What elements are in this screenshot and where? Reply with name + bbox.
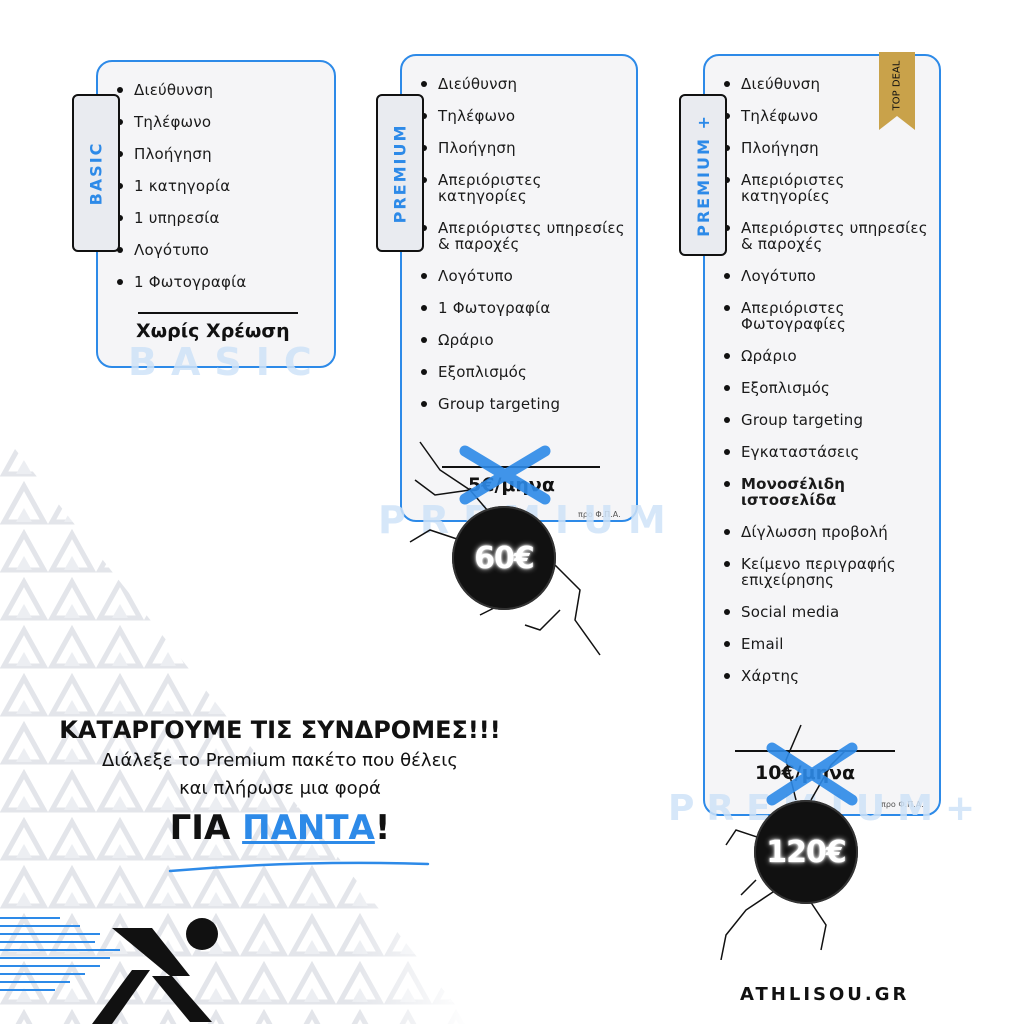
new-price-hole: 60€ bbox=[452, 506, 556, 610]
feature-item: Διεύθυνση bbox=[421, 76, 626, 92]
feature-item: 1 Φωτογραφία bbox=[421, 300, 626, 316]
promo-headline: ΚΑΤΑΡΓΟΥΜΕ ΤΙΣ ΣΥΝΔΡΟΜΕΣ!!! bbox=[59, 716, 501, 744]
feature-item: 1 κατηγορία bbox=[117, 178, 324, 194]
feature-item: Απεριόριστες Φωτογραφίες bbox=[724, 300, 929, 332]
speed-lines bbox=[0, 917, 120, 991]
feature-item: Λογότυπο bbox=[724, 268, 929, 284]
feature-item: Πλοήγηση bbox=[421, 140, 626, 156]
feature-item-highlight: Μονοσέλιδη ιστοσελίδα bbox=[724, 476, 929, 508]
plan-tag-premium-plus: PREMIUM + bbox=[679, 94, 727, 256]
feature-item: Απεριόριστες κατηγορίες bbox=[421, 172, 626, 204]
feature-item: 1 Φωτογραφία bbox=[117, 274, 324, 290]
feature-item: Διεύθυνση bbox=[724, 76, 929, 92]
ghost-label-basic: BASIC bbox=[128, 340, 326, 384]
feature-item: Εξοπλισμός bbox=[724, 380, 929, 396]
feature-item: Λογότυπο bbox=[421, 268, 626, 284]
top-deal-badge: TOP DEAL bbox=[879, 52, 915, 130]
feature-item: Λογότυπο bbox=[117, 242, 324, 258]
feature-item: Ωράριο bbox=[724, 348, 929, 364]
forever-highlight: ΠΑΝΤΑ bbox=[242, 808, 375, 848]
vat-note: προ Φ.Π.Α. bbox=[578, 510, 621, 519]
feature-item: Διεύθυνση bbox=[117, 82, 324, 98]
background-pattern bbox=[0, 430, 470, 1024]
feature-item: Δίγλωσση προβολή bbox=[724, 524, 929, 540]
plan-card-premium-plus[interactable]: Διεύθυνση Τηλέφωνο Πλοήγηση Απεριόριστες… bbox=[703, 54, 941, 816]
feature-list-premium-plus: Διεύθυνση Τηλέφωνο Πλοήγηση Απεριόριστες… bbox=[724, 76, 929, 700]
new-price-hole: 120€ bbox=[754, 800, 858, 904]
plan-tag-premium: PREMIUM bbox=[376, 94, 424, 252]
feature-item: Ωράριο bbox=[421, 332, 626, 348]
strike-cross-icon bbox=[766, 742, 858, 806]
feature-item: Email bbox=[724, 636, 929, 652]
price-divider bbox=[735, 750, 895, 752]
feature-item: Απεριόριστες υπηρεσίες & παροχές bbox=[724, 219, 928, 253]
strike-cross-icon bbox=[459, 445, 551, 505]
feature-item: Τηλέφωνο bbox=[421, 108, 626, 124]
promo-line-2: και πλήρωσε μια φορά bbox=[179, 778, 381, 799]
plan-tag-basic: BASIC bbox=[72, 94, 120, 252]
feature-item: Εξοπλισμός bbox=[421, 364, 626, 380]
feature-item: Τηλέφωνο bbox=[724, 108, 929, 124]
feature-item: Απεριόριστες κατηγορίες bbox=[724, 172, 929, 204]
feature-item: Group targeting bbox=[421, 396, 626, 412]
feature-item: Απεριόριστες υπηρεσίες & παροχές bbox=[421, 219, 625, 253]
feature-item: Χάρτης bbox=[724, 668, 929, 684]
feature-item: Εγκαταστάσεις bbox=[724, 444, 929, 460]
underline-swoosh bbox=[168, 861, 430, 873]
plan-card-premium[interactable]: Διεύθυνση Τηλέφωνο Πλοήγηση Απεριόριστες… bbox=[400, 54, 638, 522]
feature-item: Social media bbox=[724, 604, 929, 620]
feature-item: Κείμενο περιγραφής επιχείρησης bbox=[724, 556, 929, 588]
feature-item: 1 υπηρεσία bbox=[117, 210, 324, 226]
runner-logo-icon bbox=[92, 918, 218, 1024]
brand-name: ATHLISOU.GR bbox=[740, 984, 910, 1005]
feature-item: Πλοήγηση bbox=[724, 140, 929, 156]
promo-line-1: Διάλεξε το Premium πακέτο που θέλεις bbox=[102, 750, 458, 771]
feature-list-premium: Διεύθυνση Τηλέφωνο Πλοήγηση Απεριόριστες… bbox=[421, 76, 626, 428]
price-divider bbox=[138, 312, 298, 314]
feature-item: Group targeting bbox=[724, 412, 929, 428]
vat-note: προ Φ.Π.Α. bbox=[881, 800, 924, 809]
plan-card-basic[interactable]: Διεύθυνση Τηλέφωνο Πλοήγηση 1 κατηγορία … bbox=[96, 60, 336, 368]
promo-forever: ΓΙΑ ΠΑΝΤΑ! bbox=[169, 808, 391, 848]
ribbon-icon bbox=[879, 52, 915, 130]
feature-list-basic: Διεύθυνση Τηλέφωνο Πλοήγηση 1 κατηγορία … bbox=[117, 82, 324, 306]
feature-item: Πλοήγηση bbox=[117, 146, 324, 162]
feature-item: Τηλέφωνο bbox=[117, 114, 324, 130]
plan-price: Χωρίς Χρέωση bbox=[136, 320, 290, 342]
